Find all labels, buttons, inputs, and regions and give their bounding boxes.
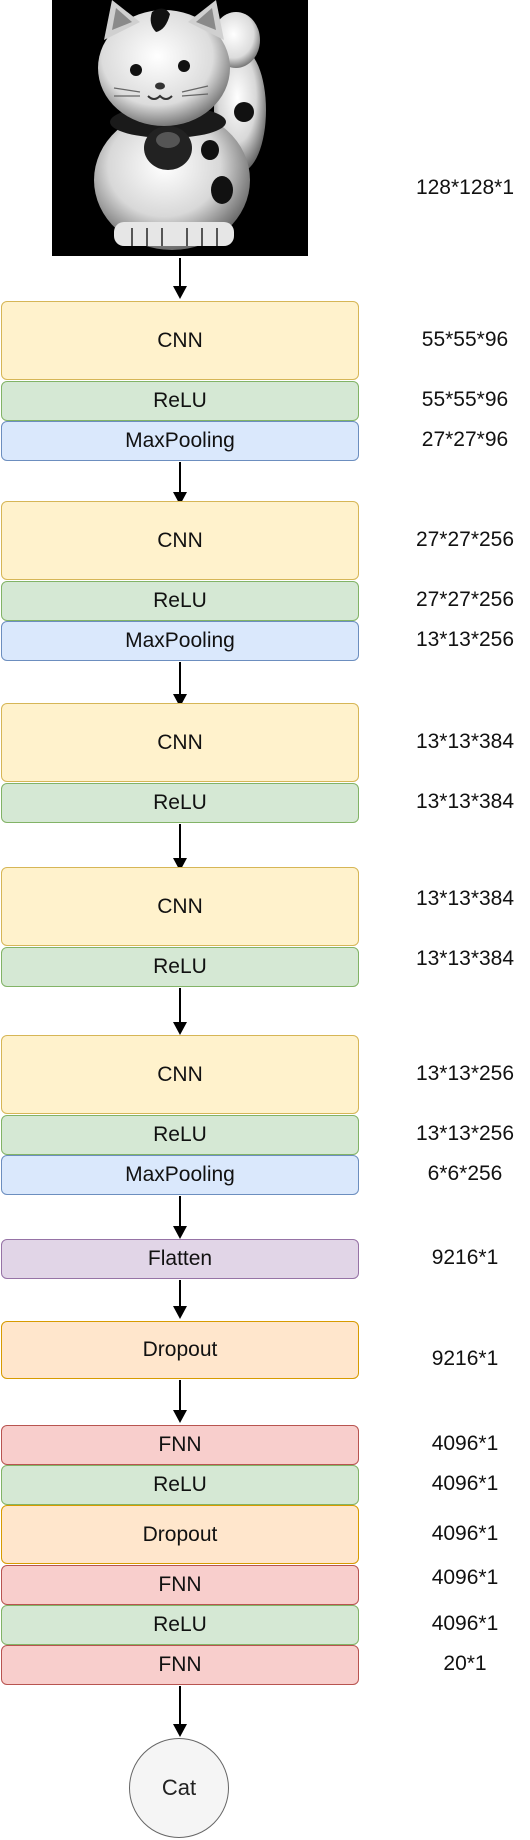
relu-layer-3-dim: 13*13*384 <box>415 790 515 813</box>
cnn-layer-4-dim: 13*13*384 <box>415 887 515 910</box>
relu-layer-2-dim: 27*27*256 <box>415 588 515 611</box>
dropout-layer-1: Dropout <box>1 1321 359 1379</box>
cnn-layer-4: CNN <box>1 867 359 946</box>
cnn-layer-2-dim: 27*27*256 <box>415 528 515 551</box>
cnn-layer-5: CNN <box>1 1035 359 1114</box>
relu-layer-3: ReLU <box>1 783 359 823</box>
relu-layer-5: ReLU <box>1 1115 359 1155</box>
fnn-layer-1: FNN <box>1 1425 359 1465</box>
flatten-layer-dim: 9216*1 <box>431 1246 499 1269</box>
maxpool-layer-1-dim: 27*27*96 <box>421 428 509 451</box>
cnn-layer-1: CNN <box>1 301 359 380</box>
flatten-layer: Flatten <box>1 1239 359 1279</box>
input-image-cat-figurine <box>52 0 308 256</box>
cnn-layer-3-dim: 13*13*384 <box>415 730 515 753</box>
maxpool-layer-3: MaxPooling <box>1 1155 359 1195</box>
fnn-layer-3-dim: 20*1 <box>443 1652 487 1675</box>
cnn-layer-5-dim: 13*13*256 <box>415 1062 515 1085</box>
relu-layer-1-dim: 55*55*96 <box>421 388 509 411</box>
maxpool-layer-2: MaxPooling <box>1 621 359 661</box>
relu-layer-7-dim: 4096*1 <box>431 1612 499 1635</box>
maneki-neko-icon <box>94 0 266 250</box>
output-class-node: Cat <box>129 1738 229 1838</box>
relu-layer-1: ReLU <box>1 381 359 421</box>
fnn-layer-2: FNN <box>1 1565 359 1605</box>
relu-layer-4: ReLU <box>1 947 359 987</box>
fnn-layer-2-dim: 4096*1 <box>431 1566 499 1589</box>
dropout-layer-2: Dropout <box>1 1505 359 1564</box>
cnn-layer-2: CNN <box>1 501 359 580</box>
relu-layer-2: ReLU <box>1 581 359 621</box>
fnn-layer-1-dim: 4096*1 <box>431 1432 499 1455</box>
input-dimension: 128*128*1 <box>415 176 515 199</box>
maxpool-layer-3-dim: 6*6*256 <box>427 1162 503 1185</box>
fnn-layer-3: FNN <box>1 1645 359 1685</box>
maxpool-layer-2-dim: 13*13*256 <box>415 628 515 651</box>
maxpool-layer-1: MaxPooling <box>1 421 359 461</box>
relu-layer-4-dim: 13*13*384 <box>415 947 515 970</box>
dropout-layer-1-dim: 9216*1 <box>431 1347 499 1370</box>
relu-layer-6: ReLU <box>1 1465 359 1505</box>
cnn-layer-1-dim: 55*55*96 <box>421 328 509 351</box>
relu-layer-7: ReLU <box>1 1605 359 1645</box>
relu-layer-5-dim: 13*13*256 <box>415 1122 515 1145</box>
relu-layer-6-dim: 4096*1 <box>431 1472 499 1495</box>
dropout-layer-2-dim: 4096*1 <box>431 1522 499 1545</box>
cnn-layer-3: CNN <box>1 703 359 782</box>
